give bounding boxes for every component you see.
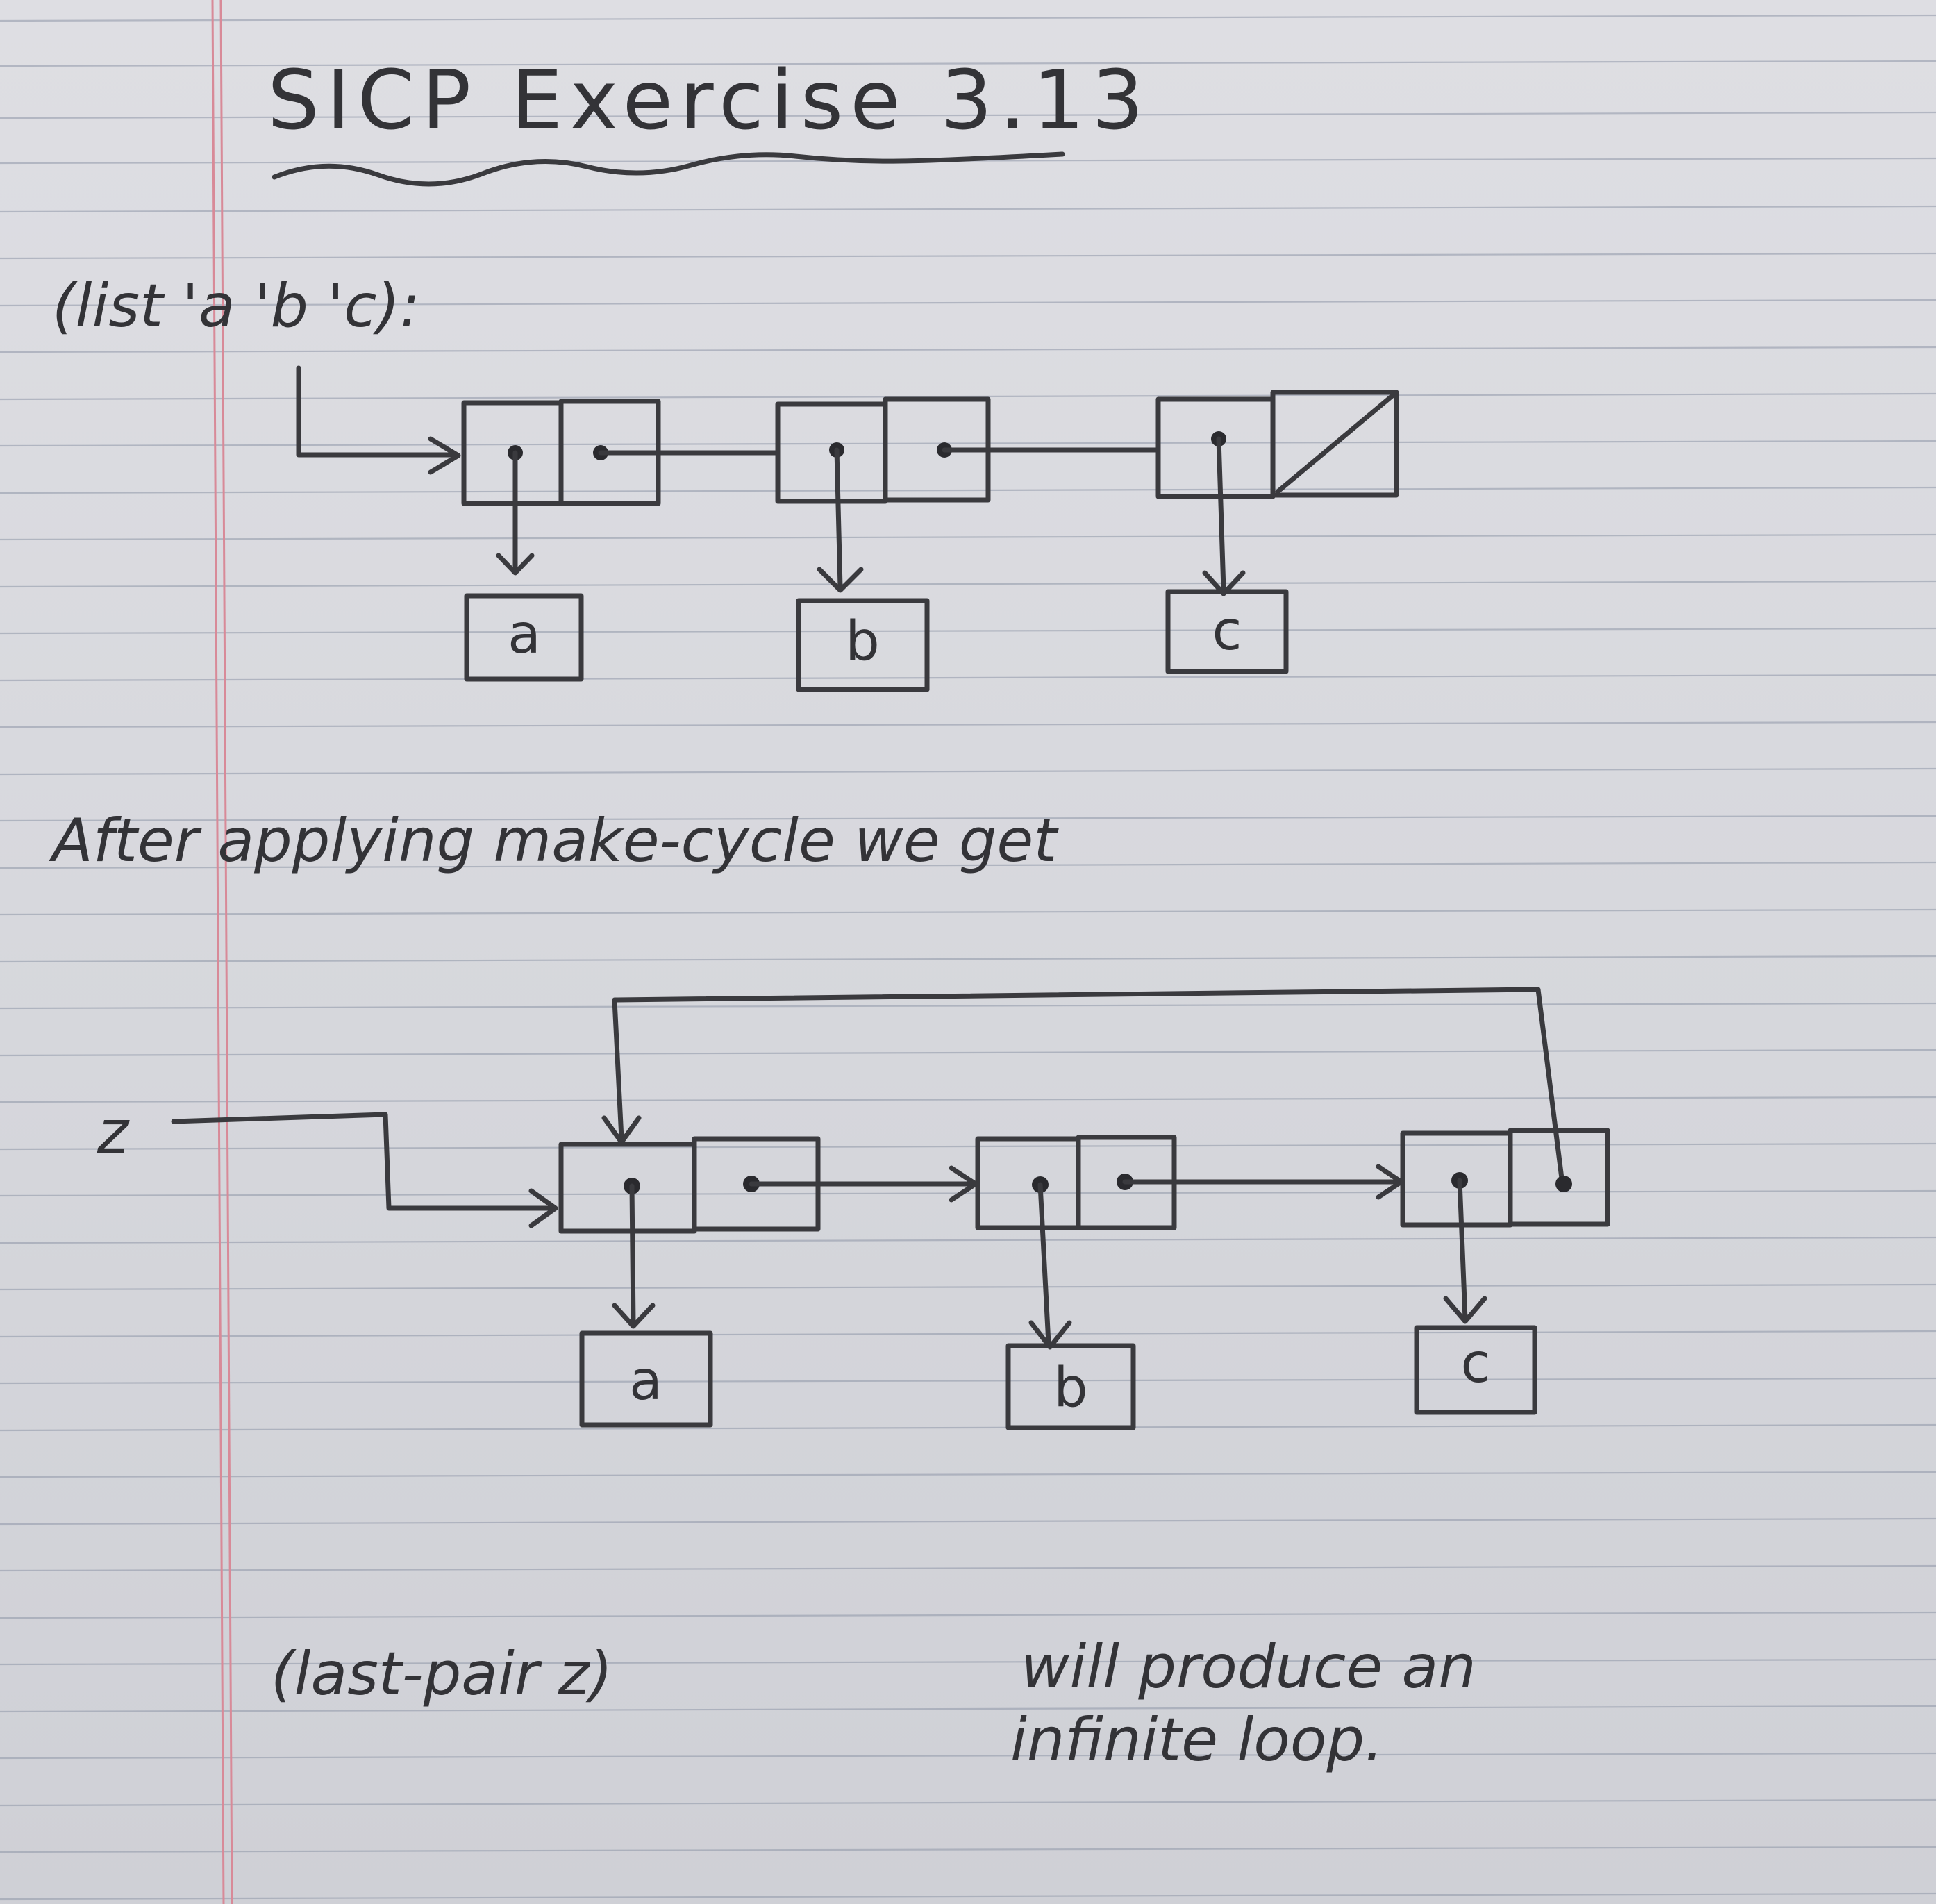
ruled-lines	[0, 14, 1936, 1901]
cycle-pair-2-car	[975, 1136, 1081, 1230]
variable-z-label: z	[97, 1098, 130, 1167]
page-title: SICP Exercise 3.13	[267, 52, 1151, 148]
conclusion-expression: (last-pair z)	[271, 1639, 612, 1709]
cycle-pair-3-cdr	[1508, 1128, 1610, 1227]
cycle-atom-a-label: a	[629, 1350, 662, 1412]
cycle-arrow	[612, 987, 1565, 1187]
first-box-pointer-diagram: a b c	[296, 365, 1399, 692]
margin-lines	[211, 0, 233, 1904]
list-expression: (list 'a 'b 'c):	[52, 272, 420, 341]
nil-slash	[1275, 393, 1395, 494]
cycle-box-pointer-diagram: z a b	[97, 987, 1610, 1430]
conclusion-text-line1: will produce an	[1021, 1632, 1476, 1702]
pair-3-car	[1155, 396, 1276, 499]
cycle-atom-c-box	[1414, 1325, 1537, 1415]
atom-b-label: b	[845, 610, 880, 673]
entry-arrowhead	[428, 436, 461, 475]
cycle-atom-c-label: c	[1461, 1333, 1491, 1395]
after-text: After applying make-cycle we get	[49, 806, 1059, 876]
cycle-pair-3-cdr-dot	[1555, 1176, 1572, 1192]
conclusion-text-line2: infinite loop.	[1010, 1705, 1383, 1775]
cycle-atom-b-box	[1005, 1343, 1136, 1430]
atom-a-box	[464, 593, 584, 682]
cycle-atom-b-label: b	[1053, 1357, 1088, 1419]
atom-c-box	[1165, 589, 1289, 674]
title-underline-squiggle	[272, 151, 1065, 187]
atom-a-label: a	[508, 603, 541, 666]
atom-b-box	[796, 598, 930, 692]
cycle-atom-a-box	[579, 1330, 713, 1428]
entry-arrow	[296, 365, 458, 458]
atom-c-label: c	[1212, 600, 1242, 662]
pair-3-cdr	[1270, 390, 1399, 498]
